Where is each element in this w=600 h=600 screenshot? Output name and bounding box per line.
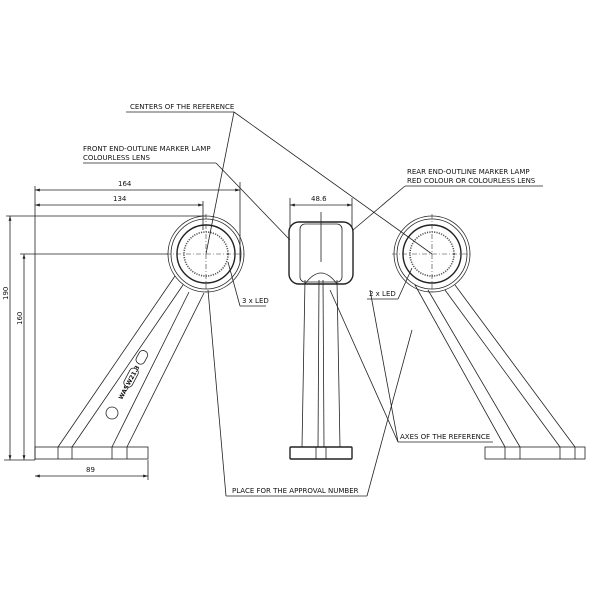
label-axes: AXES OF THE REFERENCE xyxy=(400,433,490,441)
label-front-2: COLOURLESS LENS xyxy=(83,154,151,162)
annotations: CENTERS OF THE REFERENCE FRONT END-OUTLI… xyxy=(83,103,543,497)
label-centers: CENTERS OF THE REFERENCE xyxy=(130,103,234,111)
label-led-rear: 2 x LED xyxy=(369,290,396,298)
label-led-front: 3 x LED xyxy=(242,297,269,305)
label-rear-1: REAR END-OUTLINE MARKER LAMP xyxy=(407,168,530,176)
dim-160-label: 160 xyxy=(16,312,24,325)
dim-164-label: 164 xyxy=(118,180,132,188)
rear-base xyxy=(484,446,586,460)
rear-lamp-view xyxy=(392,214,586,460)
label-rear-2: RED COLOUR OR COLOURLESS LENS xyxy=(407,177,536,185)
dim-48-6-label: 48.6 xyxy=(311,195,327,203)
approval-circle xyxy=(105,406,119,420)
dim-190-label: 190 xyxy=(2,287,10,300)
side-view: 48.6 xyxy=(288,195,354,460)
label-front-1: FRONT END-OUTLINE MARKER LAMP xyxy=(83,145,211,153)
label-approval: PLACE FOR THE APPROVAL NUMBER xyxy=(232,487,359,495)
dim-89-label: 89 xyxy=(86,466,95,474)
front-base xyxy=(34,446,149,460)
front-lamp-view: 164 134 190 160 89 WAS W21.3 xyxy=(2,180,246,480)
side-base xyxy=(289,446,353,460)
dim-134-label: 134 xyxy=(113,195,127,203)
